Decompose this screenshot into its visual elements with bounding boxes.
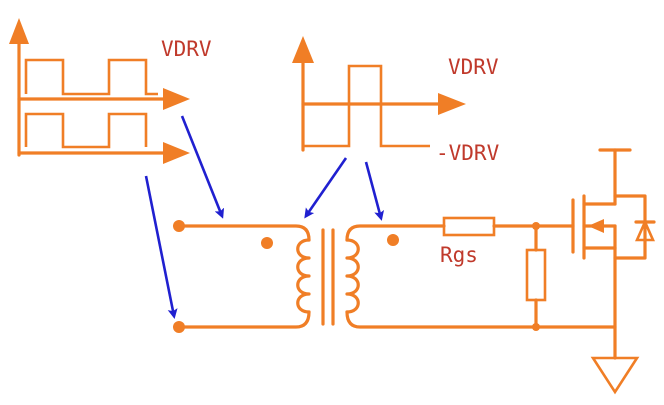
- right-wave-x-axis-arrow-icon: [438, 93, 466, 115]
- primary-wire-top: [177, 224, 311, 242]
- left-wave-label: VDRV: [161, 37, 212, 61]
- secondary-winding: [345, 238, 360, 314]
- left-wave-x-axis-lower-arrow-icon: [163, 142, 190, 164]
- ground-icon: [590, 356, 640, 395]
- shunt-resistor: [525, 248, 547, 302]
- primary-winding: [296, 238, 311, 314]
- bipolar-wave: [303, 64, 430, 148]
- transformer-icon: [318, 226, 338, 230]
- arrow-bipolar-to-secondary: [364, 161, 385, 221]
- left-wave-y-axis-arrow-icon: [9, 18, 29, 44]
- right-wave-y-axis-arrow-icon: [292, 36, 314, 63]
- pointer-arrows: [144, 115, 385, 319]
- bipolar-wave-negative: [301, 104, 351, 148]
- transformer-circuit: Rgs: [173, 148, 656, 395]
- primary-wire-bottom: [177, 310, 311, 329]
- left-wave-x-axis-upper-arrow-icon: [163, 88, 190, 110]
- secondary-wire-bottom: [345, 310, 617, 329]
- secondary-wire-top: [345, 224, 446, 242]
- left-waveform-group: VDRV: [9, 18, 212, 164]
- right-wave-positive-label: VDRV: [448, 55, 499, 79]
- right-waveform-group: VDRV -VDRV: [292, 36, 500, 165]
- mosfet-arrow-icon: [588, 219, 604, 233]
- arrow-lower-wave-to-primary-bottom: [144, 175, 178, 319]
- gate-resistor-label: Rgs: [440, 243, 478, 267]
- secondary-polarity-dot: [387, 234, 399, 246]
- mosfet-icon: [571, 148, 656, 360]
- upper-square-wave: [24, 58, 158, 96]
- arrow-upper-wave-to-primary-top: [180, 115, 225, 219]
- right-wave-negative-label: -VDRV: [436, 141, 500, 165]
- body-diode-wire: [613, 194, 647, 260]
- diode-icon: [634, 218, 656, 242]
- lower-square-wave: [24, 112, 148, 149]
- arrow-bipolar-to-primary: [304, 157, 348, 219]
- node-source: [532, 323, 540, 331]
- primary-polarity-dot: [261, 237, 273, 249]
- gate-resistor: [442, 216, 496, 237]
